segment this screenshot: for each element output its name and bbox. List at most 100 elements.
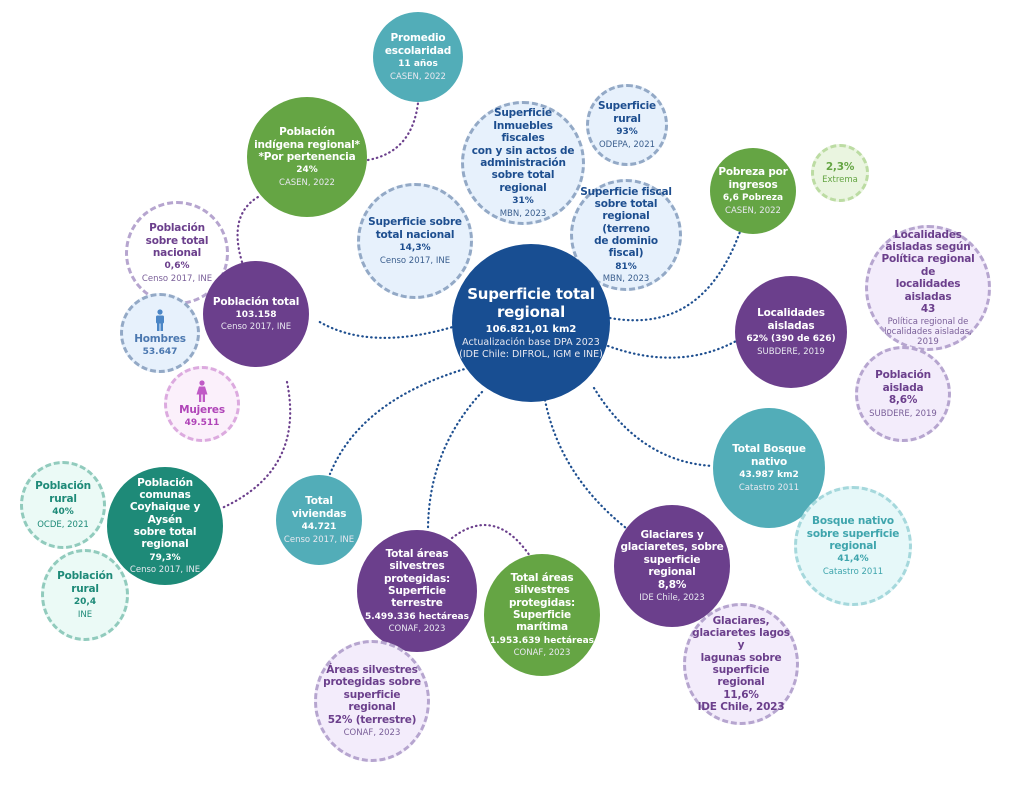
node-source: MBN, 2023 [602,274,650,285]
node-superficie-fiscal: Superficie fiscal sobre total regional (… [570,179,682,291]
node-title: Glaciares y glaciaretes, sobre superfici… [620,529,724,579]
node-pobreza-extrema: 2,3% Extrema [811,144,869,202]
node-title: Población rural [35,480,91,505]
node-value: 52% (terrestre) [327,713,417,726]
node-title: Población aislada [875,369,931,394]
node-title: Localidades aisladas [757,307,825,332]
node-value: 1.953.639 hectáreas [490,635,595,646]
node-title: Mujeres [179,403,225,416]
node-title: Localidades aisladas según Política regi… [881,228,975,303]
node-title: Total áreas silvestres protegidas: Super… [508,571,575,634]
woman-icon [196,379,208,402]
node-source: INE [77,609,93,620]
node-title: Población comunas Coyhaique y Aysén sobr… [129,476,201,551]
node-value: 8,6% [888,394,918,407]
node-source: Extrema [822,175,858,186]
node-value: 2,3% [825,160,855,173]
node-total-viviendas: Total viviendas 44.721 Censo 2017, INE [276,475,362,565]
node-promedio-escolaridad: Promedio escolaridad 11 años CASEN, 2022 [373,12,463,102]
node-value: 53.647 [142,346,178,357]
node-source: OCDE, 2021 [37,519,89,530]
node-title: Hombres [134,332,186,345]
node-bosque-superficie: Bosque nativo sobre superficie regional … [794,486,912,606]
node-title: Población total [212,295,300,308]
node-title: Total áreas silvestres protegidas: Super… [383,547,450,610]
node-source: IDE Chile, 2023 [697,701,785,714]
node-value: 0,6% [164,261,190,272]
node-poblacion-total: Población total 103.158 Censo 2017, INE [203,261,309,367]
node-areas-maritima: Total áreas silvestres protegidas: Super… [484,554,600,676]
node-source: ODEPA, 2021 [598,139,656,150]
node-source: Catastro 2011 [738,482,800,493]
node-title: Bosque nativo sobre superficie regional [806,515,900,552]
node-source: Catastro 2011 [822,566,884,577]
node-value: 106.821,01 km2 [485,323,577,335]
node-value: 8,8% [657,578,687,591]
node-source: CONAF, 2023 [388,624,446,635]
node-source: Censo 2017, INE [141,273,213,284]
link-central-viviendas [328,366,470,476]
node-poblacion-rural-ine: Población rural 20,4 INE [41,549,129,641]
node-source: Política regional de localidades aislada… [884,317,972,348]
node-value: 41,4% [837,554,869,565]
node-source: SUBDERE, 2019 [869,408,937,419]
node-localidades-politica: Localidades aisladas según Política regi… [865,225,991,351]
node-title: Total viviendas [291,495,347,520]
node-source: CASEN, 2022 [390,71,446,82]
node-value: 40% [52,507,74,518]
node-value: 11,6% [723,688,759,701]
node-title: Pobreza por ingresos [718,166,788,191]
node-value: 49.511 [184,417,220,428]
node-source: Censo 2017, INE [379,255,451,266]
node-poblacion-indigena: Población indígena regional* *Por perten… [247,97,367,217]
node-source: Censo 2017, INE [129,565,201,576]
node-title: Población sobre total nacional [145,222,209,259]
node-areas-terrestre: Total áreas silvestres protegidas: Super… [357,530,477,652]
node-title: Total Bosque nativo [732,443,806,468]
node-areas-superficie: Áreas silvestres protegidas sobre superf… [314,640,430,762]
link-poblacion-comunas [220,380,292,510]
node-poblacion-aislada: Población aislada 8,6% SUBDERE, 2019 [855,346,951,442]
node-value: 43.987 km2 [739,470,799,481]
node-value: 62% (390 de 626) [746,334,836,345]
node-value: 43 [920,302,936,315]
link-central-localidades [606,338,740,359]
node-pobreza-ingresos: Pobreza por ingresos 6,6 Pobreza CASEN, … [710,148,796,234]
node-superficie-rural: Superficie rural 93% ODEPA, 2021 [586,84,668,166]
link-central-pobreza [608,224,744,322]
node-title: Superficie fiscal sobre total regional (… [580,185,672,260]
link-terrestre-maritima [450,524,532,558]
link-indigena-escolaridad [366,101,420,162]
node-source: Censo 2017, INE [220,322,292,333]
node-title: Población rural [57,570,113,595]
node-source: Actualización base DPA 2023 (IDE Chile: … [459,337,603,360]
node-mujeres: Mujeres 49.511 [164,366,240,442]
node-glaciares-lagos: Glaciares, glaciaretes lagos y lagunas s… [683,603,799,725]
node-title: Superficie rural [598,100,656,125]
node-value: 93% [616,127,638,138]
node-value: 6,6 Pobreza [722,193,784,204]
node-title: Población indígena regional* *Por perten… [254,126,360,163]
node-value: 5.499.336 hectáreas [364,611,469,622]
link-poblacion-indigena [236,195,260,264]
node-value: 81% [615,261,637,272]
node-value: 79,3% [149,552,181,563]
node-poblacion-rural-ocde: Población rural 40% OCDE, 2021 [20,461,106,549]
node-source: MBN, 2023 [499,208,547,219]
link-central-poblacion [316,319,458,339]
link-central-glaciares [543,398,628,530]
node-poblacion-comunas: Población comunas Coyhaique y Aysén sobr… [107,467,223,585]
node-superficie-inmuebles: Superficie Inmuebles fiscales con y sin … [461,101,585,225]
node-value: 44.721 [301,522,337,533]
node-source: CASEN, 2022 [279,177,335,188]
node-value: 11 años [398,59,438,70]
node-title: Superficie sobre total nacional [368,216,462,241]
node-source: IDE Chile, 2023 [639,592,705,603]
node-source: CONAF, 2023 [513,648,571,659]
node-source: CASEN, 2022 [725,205,781,216]
node-source: SUBDERE, 2019 [757,346,825,357]
node-hombres: Hombres 53.647 [120,293,200,373]
node-localidades-aisladas: Localidades aisladas 62% (390 de 626) SU… [735,276,847,388]
